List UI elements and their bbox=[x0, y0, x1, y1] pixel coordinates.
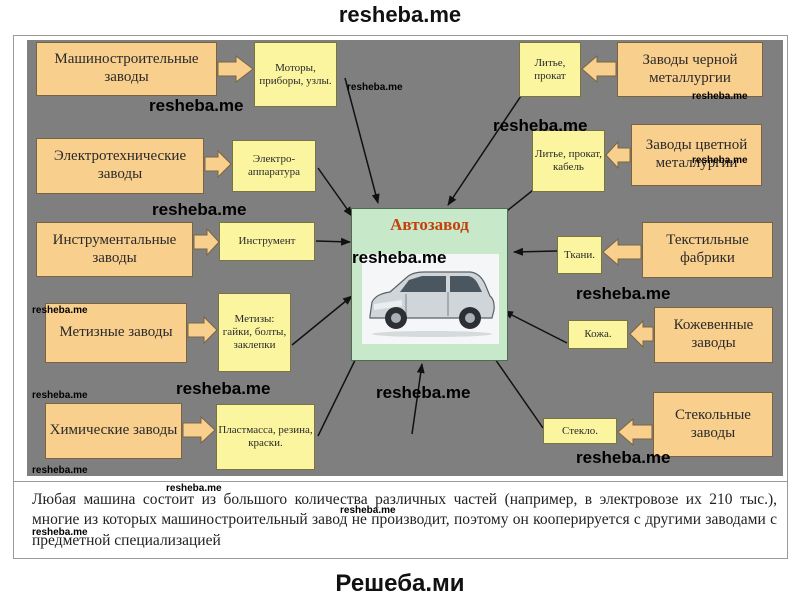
watermark: resheba.me bbox=[176, 379, 271, 398]
block-arrow-textile bbox=[602, 237, 642, 267]
factory-glass: Стекольные заводы bbox=[653, 392, 773, 457]
factory-leather: Кожевенные заводы bbox=[654, 307, 773, 363]
watermark: resheba.me bbox=[576, 284, 671, 303]
watermark: resheba.me bbox=[352, 248, 447, 267]
block-arrow-nonferrous bbox=[605, 140, 631, 170]
product-metiz: Метизы: гайки, болты, заклепки bbox=[218, 293, 291, 372]
product-electro-apparatus: Электро-аппаратура bbox=[232, 140, 316, 192]
arrow-bottom bbox=[411, 363, 425, 435]
factory-ferrous-metallurgy: Заводы черной металлургии bbox=[617, 42, 763, 97]
arrow-instrument bbox=[315, 237, 351, 246]
product-leather: Кожа. bbox=[568, 320, 628, 349]
arrow-leather bbox=[503, 310, 568, 344]
factory-chemical: Химические заводы bbox=[45, 403, 182, 459]
block-arrow-glass bbox=[617, 417, 653, 447]
block-arrow-metiz bbox=[187, 315, 218, 345]
watermark: resheba.me bbox=[32, 527, 88, 538]
site-header: resheba.me bbox=[338, 2, 462, 27]
frame-divider bbox=[13, 481, 788, 482]
watermark: resheba.me bbox=[692, 91, 748, 102]
watermark: resheba.me bbox=[576, 448, 671, 467]
watermark: resheba.me bbox=[32, 390, 88, 401]
arrow-motors bbox=[344, 77, 380, 204]
arrow-electro bbox=[317, 167, 353, 217]
factory-electrotechnical: Электротехнические заводы bbox=[36, 138, 204, 194]
factory-machine-building: Машиностроительные заводы bbox=[36, 42, 217, 96]
product-plastic: Пластмасса, резина, краски. bbox=[216, 404, 315, 470]
block-arrow-instrument bbox=[193, 227, 220, 257]
block-arrow-electro bbox=[204, 149, 232, 179]
product-fabric: Ткани. bbox=[557, 236, 602, 274]
factory-metiz: Метизные заводы bbox=[45, 303, 187, 363]
watermark: resheba.me bbox=[347, 82, 403, 93]
block-arrow-leather bbox=[629, 319, 654, 349]
block-arrow-chemical bbox=[182, 415, 216, 445]
car-icon bbox=[362, 254, 499, 344]
watermark: resheba.me bbox=[32, 305, 88, 316]
watermark: resheba.me bbox=[152, 200, 247, 219]
center-title: Автозавод bbox=[390, 215, 469, 234]
watermark: resheba.me bbox=[692, 155, 748, 166]
block-arrow-ferrous bbox=[581, 54, 617, 84]
watermark: resheba.me bbox=[340, 505, 396, 516]
block-arrow-machine bbox=[217, 54, 254, 84]
watermark: resheba.me bbox=[32, 465, 88, 476]
product-motors: Моторы, приборы, узлы. bbox=[254, 42, 337, 107]
factory-instrumental: Инструментальные заводы bbox=[36, 222, 193, 277]
watermark: resheba.me bbox=[149, 96, 244, 115]
product-casting-cable: Литье, прокат, кабель bbox=[532, 130, 605, 192]
product-casting-rolled: Литье, прокат bbox=[519, 42, 581, 97]
arrow-cast bbox=[447, 77, 534, 206]
arrow-plastic bbox=[317, 349, 361, 437]
factory-nonferrous-metallurgy: Заводы цветной металлургии bbox=[631, 124, 762, 186]
product-glass: Стекло. bbox=[543, 418, 617, 444]
site-footer: Решеба.ми bbox=[335, 570, 465, 597]
arrow-fabric bbox=[513, 247, 558, 256]
watermark: resheba.me bbox=[376, 383, 471, 402]
product-instrument: Инструмент bbox=[219, 222, 315, 261]
center-box-autozavod: Автозавод bbox=[351, 208, 508, 361]
caption-text: Любая машина состоит из большого количес… bbox=[32, 491, 777, 549]
arrow-metiz bbox=[291, 295, 353, 346]
diagram-frame bbox=[13, 35, 788, 559]
watermark: resheba.me bbox=[493, 116, 588, 135]
watermark: resheba.me bbox=[166, 483, 222, 494]
factory-textile: Текстильные фабрики bbox=[642, 222, 773, 278]
